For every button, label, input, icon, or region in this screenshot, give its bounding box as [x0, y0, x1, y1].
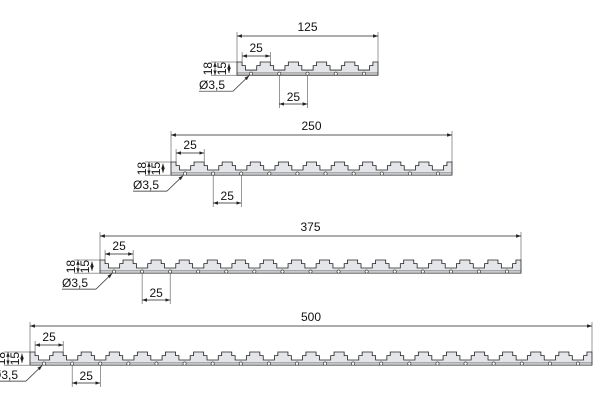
mounting-hole — [547, 361, 552, 366]
mounting-hole — [211, 171, 216, 176]
mounting-hole — [295, 171, 300, 176]
length-label: 375 — [300, 220, 320, 234]
mounting-hole — [168, 269, 173, 274]
height-15-label: 15 — [215, 62, 229, 76]
height-18-label: 18 — [135, 162, 149, 176]
mounting-hole — [249, 71, 254, 76]
height-15-label: 15 — [8, 352, 22, 366]
mounting-hole — [392, 269, 397, 274]
mounting-hole — [267, 171, 272, 176]
strip-profile — [99, 259, 522, 274]
mounting-hole — [183, 171, 187, 176]
mounting-hole — [210, 361, 215, 366]
pitch-label: 25 — [183, 138, 197, 152]
mounting-hole — [112, 269, 116, 274]
mounting-hole — [420, 269, 425, 274]
mounting-hole — [379, 361, 384, 366]
mounting-hole — [435, 361, 440, 366]
hole-label: Ø3,5 — [199, 78, 225, 92]
mounting-hole — [576, 361, 580, 366]
height-18-label: 18 — [0, 352, 8, 366]
mounting-hole — [505, 269, 509, 274]
mounting-hole — [238, 361, 243, 366]
mounting-hole — [98, 361, 103, 366]
hole-label: Ø3,5 — [133, 178, 159, 192]
mounting-hole — [407, 361, 412, 366]
mounting-hole — [361, 71, 366, 76]
mounting-hole — [364, 269, 369, 274]
mounting-hole — [323, 361, 327, 366]
height-18-label: 18 — [201, 62, 215, 76]
mounting-hole — [351, 361, 356, 366]
bottom-pitch-label: 25 — [149, 286, 163, 300]
mounting-hole — [305, 71, 310, 76]
mounting-hole — [463, 361, 468, 366]
mounting-hole — [407, 171, 412, 176]
hole-leader — [25, 365, 43, 382]
mounting-hole — [436, 171, 440, 176]
mounting-hole — [333, 71, 338, 76]
mounting-hole — [323, 171, 328, 176]
mounting-hole — [224, 269, 229, 274]
height-18-label: 18 — [64, 260, 78, 274]
length-label: 500 — [301, 310, 321, 324]
mounting-hole — [379, 171, 384, 176]
hole-label: Ø3,5 — [62, 276, 88, 290]
mounting-hole — [266, 361, 271, 366]
bottom-pitch-label: 25 — [221, 189, 235, 203]
mounting-hole — [277, 71, 282, 76]
strip-profile — [29, 351, 593, 366]
mounting-hole — [196, 269, 201, 274]
length-label: 250 — [301, 119, 321, 133]
mounting-hole — [140, 269, 145, 274]
mounting-hole — [280, 269, 285, 274]
mounting-hole — [239, 171, 244, 176]
length-label: 125 — [297, 20, 317, 34]
hole-leader — [166, 175, 184, 192]
height-15-label: 15 — [78, 260, 92, 274]
mounting-hole — [295, 361, 299, 366]
mounting-hole — [126, 361, 131, 366]
mounting-hole — [476, 269, 481, 274]
mounting-hole — [448, 269, 453, 274]
pitch-label: 25 — [112, 239, 126, 253]
mounting-hole — [519, 361, 524, 366]
mounting-hole — [351, 171, 356, 176]
bottom-pitch-label: 25 — [287, 90, 301, 104]
mounting-hole — [154, 361, 159, 366]
height-15-label: 15 — [149, 162, 163, 176]
bottom-pitch-label: 25 — [80, 369, 94, 383]
mounting-hole — [70, 361, 75, 366]
mounting-hole — [491, 361, 496, 366]
strip-profile — [236, 61, 379, 76]
mounting-hole — [42, 361, 46, 366]
pitch-label: 25 — [42, 330, 56, 344]
mounting-hole — [252, 269, 257, 274]
hole-leader — [95, 273, 113, 290]
hole-label: Ø3,5 — [0, 368, 18, 382]
hole-leader — [232, 75, 250, 92]
mounting-hole — [182, 361, 187, 366]
mounting-hole — [336, 269, 341, 274]
pitch-label: 25 — [249, 41, 263, 55]
mounting-hole — [308, 269, 313, 274]
